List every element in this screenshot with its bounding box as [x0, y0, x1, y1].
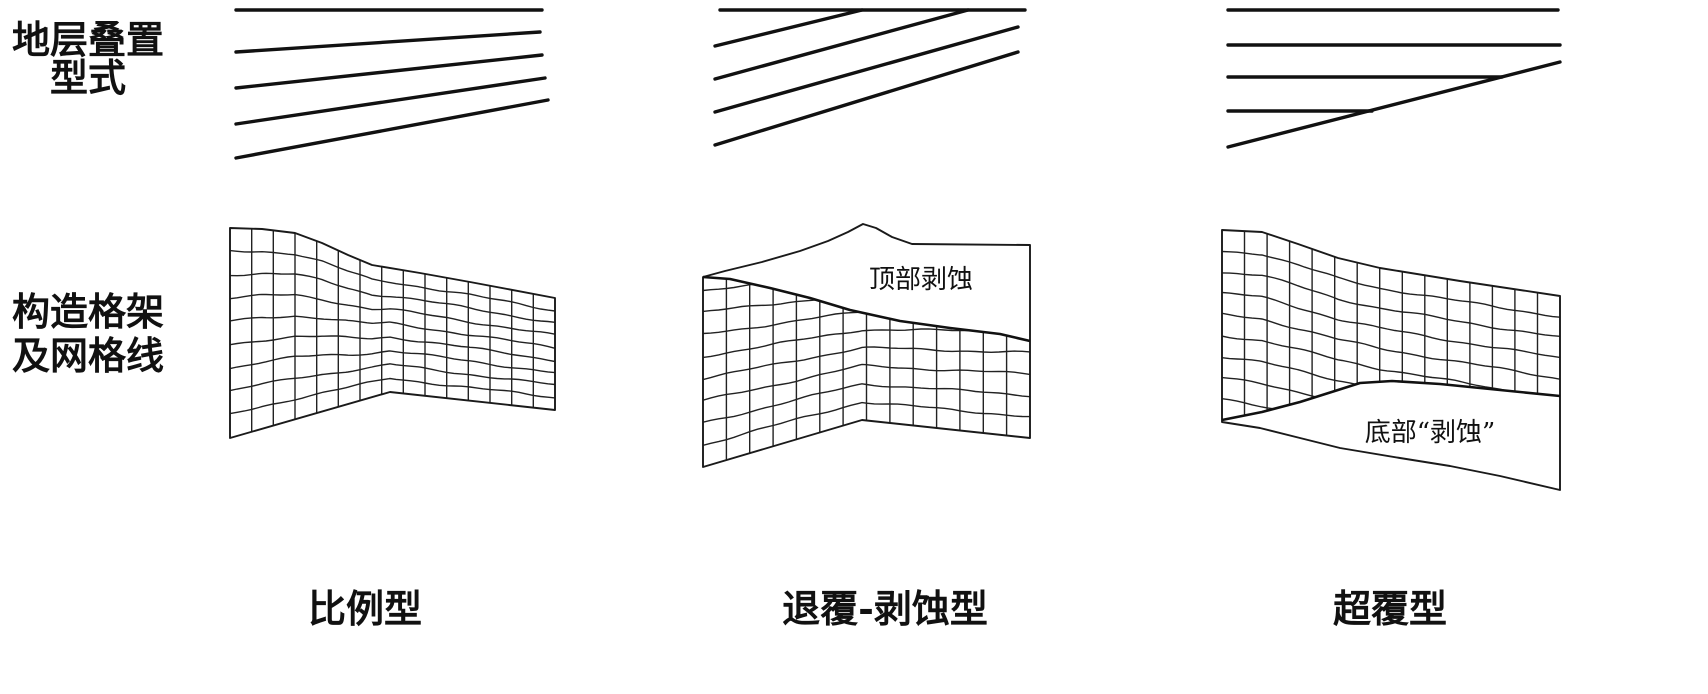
column-onlap: 底部“剥蚀” 超覆型: [1221, 8, 1562, 631]
stacking-pattern-label-line-2: 型式: [50, 55, 126, 100]
grid-mesh: [703, 277, 1030, 461]
grid-line-horizontal: [703, 287, 1030, 313]
stacking-pattern-onlap: [1226, 8, 1562, 149]
caption-proportional: 比例型: [308, 586, 422, 631]
stratum-line: [713, 50, 1020, 147]
column-offlap-erosion: 顶部剥蚀 退覆-剥蚀型: [702, 8, 1031, 631]
grid-line-horizontal: [1222, 250, 1560, 318]
grid-line-horizontal: [703, 277, 1030, 292]
framework-grid-onlap: [1221, 229, 1561, 491]
stacking-pattern-proportional: [234, 8, 550, 160]
grid-line-horizontal: [703, 363, 1030, 401]
framework-grid-label-line-1: 构造格架: [12, 289, 164, 334]
grid-line-horizontal: [229, 363, 556, 392]
grid-line-horizontal: [229, 335, 556, 363]
top-erosion-surface: [702, 275, 1031, 343]
grid-line-horizontal: [1222, 272, 1560, 337]
grid-line-horizontal: [229, 315, 556, 349]
grid-line-horizontal: [229, 350, 556, 374]
grid-line-horizontal: [703, 383, 1030, 423]
framework-grid-proportional: [229, 227, 556, 439]
grid-line-horizontal: [229, 272, 556, 323]
stratum-line: [1226, 60, 1562, 149]
framework-grid-offlap-erosion: [702, 223, 1031, 468]
grid-line-horizontal: [229, 377, 556, 415]
row-labels: 地层叠置 型式 构造格架 及网格线: [12, 17, 164, 378]
framework-grid-label-line-2: 及网格线: [12, 333, 164, 378]
stacking-pattern-label-line-1: 地层叠置: [12, 17, 164, 62]
base-erosion-surface: [1221, 379, 1561, 422]
top-erosion-annotation: 顶部剥蚀: [869, 265, 973, 295]
stratum-line: [234, 76, 547, 126]
grid-outline: [229, 227, 556, 439]
caption-onlap: 超覆型: [1333, 586, 1447, 631]
stratum-line: [234, 53, 544, 90]
stratum-line: [713, 25, 1020, 114]
stratum-line: [234, 30, 542, 54]
caption-offlap-erosion: 退覆-剥蚀型: [782, 586, 988, 631]
grid-line-horizontal: [229, 249, 556, 312]
grid-line-horizontal: [703, 401, 1030, 446]
stacking-pattern-offlap-erosion: [713, 8, 1027, 147]
grid-mesh: [229, 228, 556, 432]
grid-outline: [1221, 229, 1561, 491]
grid-line-horizontal: [1222, 291, 1560, 359]
grid-outline: [702, 223, 1031, 468]
base-erosion-annotation: 底部“剥蚀”: [1365, 418, 1496, 448]
stratum-line: [234, 98, 550, 160]
stratum-line: [713, 8, 864, 48]
column-proportional: 比例型: [229, 8, 556, 631]
grid-line-horizontal: [1222, 312, 1560, 380]
grid-line-horizontal: [703, 346, 1030, 381]
grid-line-horizontal: [229, 293, 556, 335]
stratum-line: [713, 8, 970, 81]
